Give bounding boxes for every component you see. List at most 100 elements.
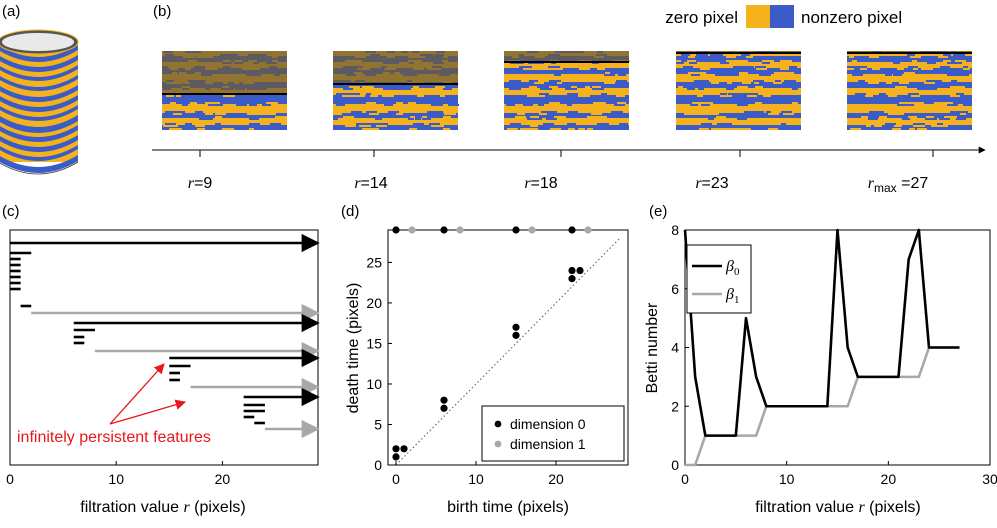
- band-notch: [866, 125, 871, 127]
- frame-1: [333, 51, 459, 130]
- band-notch: [448, 104, 459, 106]
- band-notch: [215, 113, 226, 115]
- band: [676, 118, 801, 125]
- band-notch: [715, 74, 722, 76]
- band-notch: [585, 86, 590, 88]
- cylinder-stripe: [0, 135, 78, 152]
- band-notch: [567, 104, 572, 106]
- band-notch: [947, 104, 958, 106]
- band-notch: [737, 118, 746, 120]
- band-notch: [545, 68, 555, 70]
- annotation-arrow-2: [109, 399, 186, 425]
- cylinder-illustration: [0, 29, 79, 175]
- band-notch: [205, 113, 213, 115]
- band-notch: [847, 66, 858, 68]
- band-notch: [698, 102, 709, 104]
- band-notch: [165, 111, 176, 113]
- band-notch: [762, 60, 774, 62]
- band-notch: [208, 104, 217, 106]
- band-notch: [355, 95, 365, 97]
- band-notch: [535, 118, 542, 120]
- band-notch: [941, 102, 953, 104]
- band-notch: [506, 104, 515, 106]
- band-notch: [960, 113, 966, 115]
- band-notch: [741, 128, 750, 130]
- band-notch: [753, 93, 758, 95]
- band-notch: [215, 116, 222, 118]
- band-notch: [943, 60, 951, 62]
- band-notch: [427, 111, 436, 113]
- band-notch: [205, 118, 210, 120]
- pd-point: [576, 266, 584, 275]
- band-notch: [270, 123, 281, 125]
- band-notch: [529, 80, 538, 82]
- band-notch: [370, 95, 378, 97]
- band-notch: [951, 80, 957, 82]
- band: [847, 74, 972, 82]
- band-notch: [197, 128, 205, 130]
- band-notch: [784, 72, 794, 74]
- band-notch: [249, 118, 259, 120]
- band-notch: [963, 68, 970, 70]
- band: [847, 56, 972, 62]
- band-notch: [170, 128, 182, 130]
- band-notch: [166, 95, 174, 97]
- band-notch: [755, 86, 763, 88]
- band-notch: [528, 128, 538, 130]
- band-notch: [369, 113, 374, 115]
- band-notch: [908, 66, 918, 68]
- band-notch: [165, 123, 176, 125]
- band-notch: [684, 113, 694, 115]
- band-notch: [747, 95, 757, 97]
- band-notch: [728, 93, 738, 95]
- betti-legend-b0: β0: [725, 258, 740, 278]
- band-notch: [773, 128, 778, 130]
- band-notch: [921, 68, 931, 70]
- band-notch: [592, 86, 599, 88]
- band-notch: [376, 125, 387, 127]
- cylinder-stripe: [0, 75, 78, 91]
- band: [333, 113, 458, 118]
- band: [504, 95, 629, 104]
- band-notch: [539, 93, 549, 95]
- band-notch: [359, 125, 371, 127]
- band-notch: [176, 95, 181, 97]
- y-tick-label: 6: [671, 281, 679, 297]
- band-notch: [549, 111, 557, 113]
- band-notch: [780, 68, 789, 70]
- band-notch: [527, 95, 534, 97]
- band-notch: [688, 72, 694, 74]
- band-notch: [336, 93, 347, 95]
- band: [676, 125, 801, 130]
- band-notch: [557, 82, 562, 84]
- x-tick-label: 0: [392, 471, 400, 487]
- x-tick-label: 30: [982, 471, 997, 487]
- band-notch: [541, 111, 552, 113]
- band: [504, 113, 629, 118]
- band-notch: [917, 128, 927, 130]
- betti-legend-b1: β1: [725, 286, 739, 306]
- band-notch: [403, 88, 411, 90]
- band-notch: [938, 125, 948, 127]
- band-notch: [905, 104, 914, 106]
- band-notch: [697, 95, 703, 97]
- band-notch: [956, 93, 964, 95]
- band-notch: [759, 74, 771, 76]
- annotation-arrow-1: [109, 363, 165, 425]
- band-notch: [930, 80, 942, 82]
- betti-legend-box: [686, 244, 752, 314]
- band-notch: [611, 111, 617, 113]
- band-notch: [911, 95, 920, 97]
- band: [333, 118, 458, 125]
- band-notch: [715, 128, 727, 130]
- pd-x-label: birth time (pixels): [447, 499, 569, 516]
- band-notch: [728, 74, 739, 76]
- band-notch: [351, 111, 362, 113]
- band-notch: [538, 68, 547, 70]
- y-tick-label: 4: [671, 340, 679, 356]
- diagonal-line: [395, 237, 621, 466]
- band-notch: [520, 128, 530, 130]
- band-notch: [182, 104, 188, 106]
- band-notch: [375, 118, 382, 120]
